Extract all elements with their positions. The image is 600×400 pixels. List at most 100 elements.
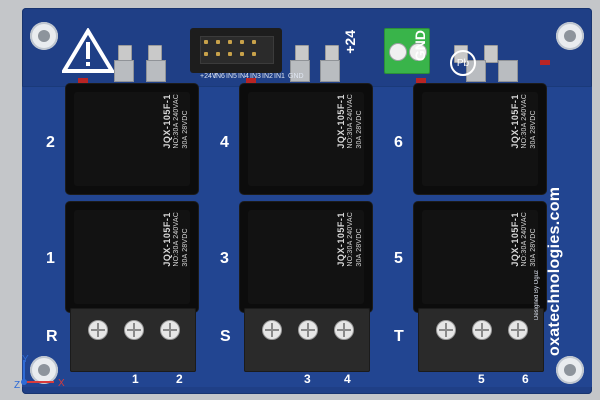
- status-led: [78, 78, 88, 83]
- relay-body: [422, 92, 538, 186]
- channel-label-5: 5: [394, 250, 403, 267]
- status-led: [246, 78, 256, 83]
- terminal-number-5: 5: [478, 372, 485, 386]
- pb-text: Pb: [456, 57, 470, 69]
- relay-body: [74, 210, 190, 304]
- header-label-in4: IN4: [238, 73, 249, 80]
- relay-model: JQX-105F-1: [336, 212, 346, 267]
- relay-rating-2: 30A 28VDC: [182, 228, 189, 267]
- relay-model: JQX-105F-1: [162, 212, 172, 267]
- transistor: [114, 60, 134, 82]
- relay-5[interactable]: JQX-105F-1 NO:30A 240VAC 30A 28VDC: [414, 202, 546, 312]
- terminal-screw[interactable]: [298, 320, 318, 340]
- header-slot: [200, 36, 274, 64]
- relay-rating-1: NO:30A 240VAC: [173, 94, 180, 149]
- relay-body: [248, 92, 364, 186]
- terminal-block-s[interactable]: [244, 308, 370, 372]
- terminal-screw[interactable]: [334, 320, 354, 340]
- relay-rating-2: 30A 28VDC: [182, 110, 189, 149]
- lead-free-icon: Pb: [450, 50, 476, 76]
- channel-label-3: 3: [220, 250, 229, 267]
- terminal-number-2: 2: [176, 372, 183, 386]
- relay-label: JQX-105F-1 NO:30A 240VAC 30A 28VDC: [510, 94, 538, 149]
- axes-gizmo: Z Y X: [14, 354, 65, 391]
- header-label-in1: IN1: [274, 73, 285, 80]
- terminal-number-4: 4: [344, 372, 351, 386]
- terminal-screw[interactable]: [262, 320, 282, 340]
- transistor: [290, 60, 310, 82]
- power-screw[interactable]: [389, 43, 407, 61]
- transistor: [320, 60, 340, 82]
- relay-3[interactable]: JQX-105F-1 NO:30A 240VAC 30A 28VDC: [240, 202, 372, 312]
- channel-label-1: 1: [46, 250, 55, 267]
- warning-icon: [62, 28, 114, 73]
- terminal-screw[interactable]: [472, 320, 492, 340]
- relay-rating-2: 30A 28VDC: [356, 228, 363, 267]
- transistor: [146, 60, 166, 82]
- pcb-board[interactable]: +24V IN6 IN5 IN4 IN3 IN2 IN1 GND +24 GND…: [22, 8, 592, 394]
- terminal-screw[interactable]: [124, 320, 144, 340]
- terminal-screw[interactable]: [160, 320, 180, 340]
- phase-label-r: R: [46, 328, 58, 345]
- channel-label-4: 4: [220, 134, 229, 151]
- channel-label-6: 6: [394, 134, 403, 151]
- relay-rating-1: NO:30A 240VAC: [173, 212, 180, 267]
- plus24-label: +24: [342, 30, 358, 54]
- relay-rating-1: NO:30A 240VAC: [521, 212, 528, 267]
- header-pin: [216, 40, 220, 44]
- relay-rating-2: 30A 28VDC: [356, 110, 363, 149]
- relay-model: JQX-105F-1: [510, 212, 520, 267]
- header-label-in2: IN2: [262, 73, 273, 80]
- axis-x-label: X: [58, 378, 65, 389]
- relay-1[interactable]: JQX-105F-1 NO:30A 240VAC 30A 28VDC: [66, 202, 198, 312]
- component-top: [484, 45, 498, 63]
- designer-credit: Designed By Oguz: [534, 269, 540, 320]
- relay-body: [422, 210, 538, 304]
- axis-z-label: Z: [14, 380, 20, 391]
- header-pin: [240, 40, 244, 44]
- header-pin: [216, 52, 220, 56]
- header-pin: [204, 40, 208, 44]
- relay-4[interactable]: JQX-105F-1 NO:30A 240VAC 30A 28VDC: [240, 84, 372, 194]
- header-pin: [240, 52, 244, 56]
- relay-rating-1: NO:30A 240VAC: [347, 94, 354, 149]
- header-label-in3: IN3: [250, 73, 261, 80]
- terminal-screw[interactable]: [88, 320, 108, 340]
- header-pin: [252, 52, 256, 56]
- header-pin: [252, 40, 256, 44]
- header-label-24v: +24V: [200, 73, 217, 80]
- brand-url: oxatechnologies.com: [546, 186, 563, 356]
- relay-rating-1: NO:30A 240VAC: [347, 212, 354, 267]
- relay-2[interactable]: JQX-105F-1 NO:30A 240VAC 30A 28VDC: [66, 84, 198, 194]
- status-led: [416, 78, 426, 83]
- input-header-connector[interactable]: [190, 28, 282, 73]
- relay-label: JQX-105F-1 NO:30A 240VAC 30A 28VDC: [336, 94, 364, 149]
- relay-model: JQX-105F-1: [336, 94, 346, 149]
- terminal-number-3: 3: [304, 372, 311, 386]
- header-pin: [204, 52, 208, 56]
- relay-model: JQX-105F-1: [162, 94, 172, 149]
- header-label-in5: IN5: [226, 73, 237, 80]
- power-screw[interactable]: [409, 43, 427, 61]
- relay-body: [74, 92, 190, 186]
- mount-hole-tr: [556, 22, 584, 50]
- relay-6[interactable]: JQX-105F-1 NO:30A 240VAC 30A 28VDC: [414, 84, 546, 194]
- header-label-gnd: GND: [288, 73, 304, 80]
- relay-rating-1: NO:30A 240VAC: [521, 94, 528, 149]
- terminal-screw[interactable]: [508, 320, 528, 340]
- mount-hole-br: [556, 356, 584, 384]
- relay-model: JQX-105F-1: [510, 94, 520, 149]
- status-led: [540, 60, 550, 65]
- header-pin: [228, 40, 232, 44]
- power-terminal[interactable]: [384, 28, 430, 74]
- mount-hole-tl: [30, 22, 58, 50]
- relay-body: [248, 210, 364, 304]
- channel-label-2: 2: [46, 134, 55, 151]
- header-pin: [228, 52, 232, 56]
- relay-label: JQX-105F-1 NO:30A 240VAC 30A 28VDC: [336, 212, 364, 267]
- terminal-block-r[interactable]: [70, 308, 196, 372]
- terminal-screw[interactable]: [436, 320, 456, 340]
- terminal-number-6: 6: [522, 372, 529, 386]
- terminal-block-t[interactable]: [418, 308, 544, 372]
